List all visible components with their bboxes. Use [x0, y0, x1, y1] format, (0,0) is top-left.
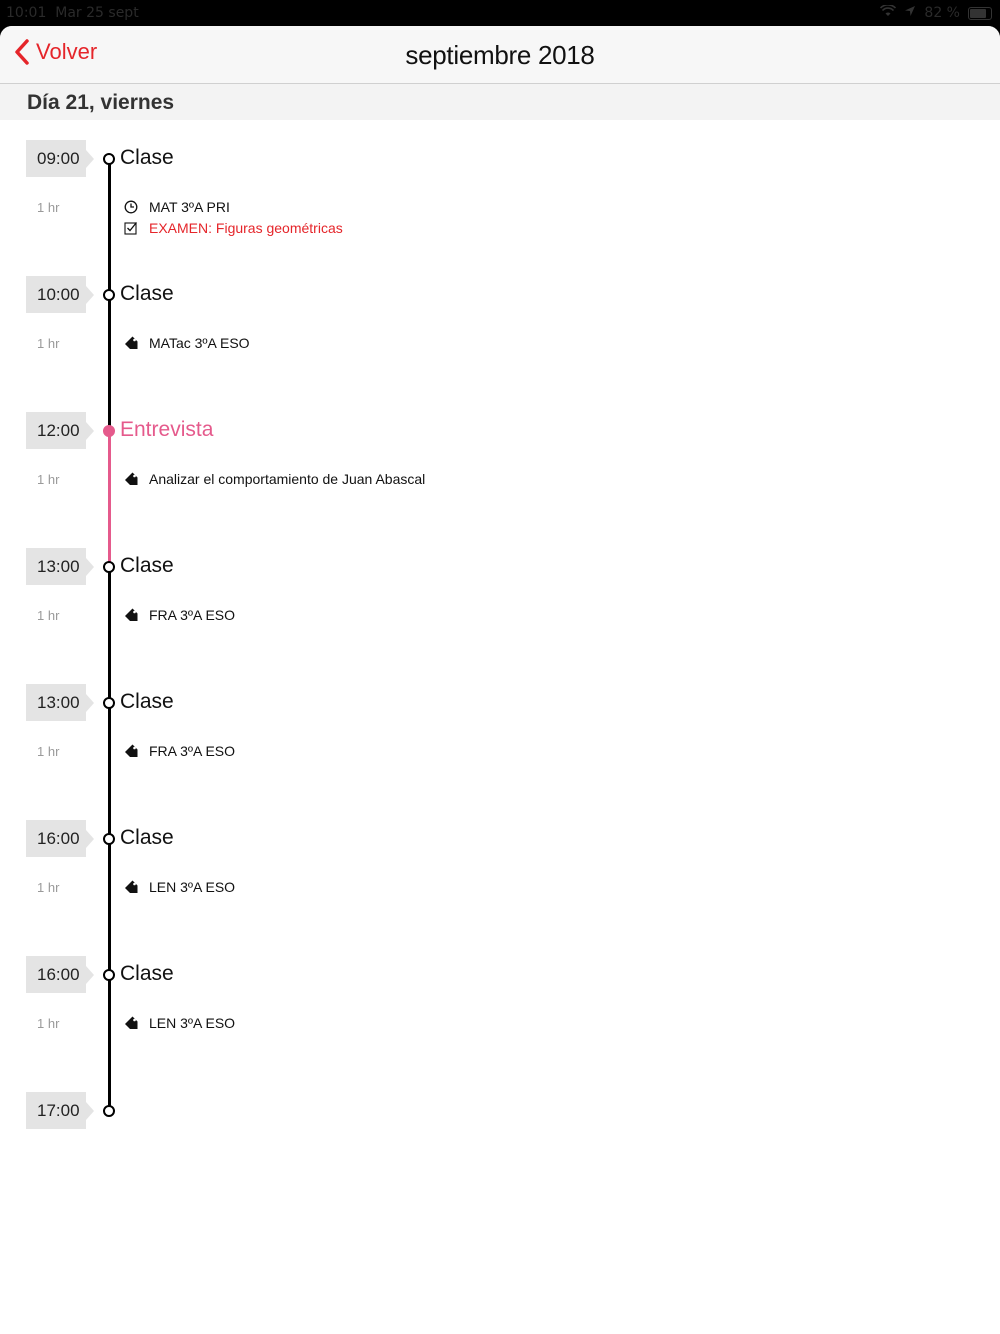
event-duration: 1 hr	[37, 608, 60, 623]
event-detail[interactable]: EXAMEN: Figuras geométricas	[123, 220, 343, 236]
event-detail[interactable]: Analizar el comportamiento de Juan Abasc…	[123, 471, 425, 487]
clock-icon	[123, 199, 139, 215]
event-detail[interactable]: LEN 3ºA ESO	[123, 879, 235, 895]
event-time-label: 12:00	[26, 412, 94, 449]
timeline-segment	[107, 843, 111, 970]
event-detail[interactable]: MAT 3ºA PRI	[123, 199, 230, 215]
status-time: 10:01 Mar 25 sept	[6, 5, 139, 21]
page-title: septiembre 2018	[405, 40, 595, 70]
event-detail[interactable]: MATac 3ºA ESO	[123, 335, 250, 351]
battery-icon	[968, 7, 992, 20]
event-detail-text: LEN 3ºA ESO	[149, 879, 236, 895]
event-detail-text: FRA 3ºA ESO	[149, 743, 236, 759]
event-title[interactable]: Clase	[120, 690, 174, 713]
event-title[interactable]: Clase	[120, 554, 174, 577]
event-title[interactable]: Entrevista	[120, 418, 214, 441]
event-detail[interactable]: LEN 3ºA ESO	[123, 1015, 235, 1031]
timeline-dot	[103, 152, 115, 165]
event-time-label: 09:00	[26, 140, 94, 177]
timeline-segment	[107, 571, 111, 698]
tag-icon	[123, 1015, 139, 1031]
timeline-dot	[103, 288, 115, 301]
event-time-label: 16:00	[26, 956, 94, 993]
event-duration: 1 hr	[37, 744, 60, 759]
event-time-label: 13:00	[26, 548, 94, 585]
event-detail-text: EXAMEN: Figuras geométricas	[149, 220, 343, 236]
timeline-dot	[103, 560, 115, 573]
status-indicators: 82 %	[880, 4, 960, 21]
event-duration: 1 hr	[37, 1016, 60, 1031]
event-duration: 1 hr	[37, 472, 60, 487]
battery-percent: 82 %	[924, 5, 960, 21]
event-duration: 1 hr	[37, 336, 60, 351]
event-detail[interactable]: FRA 3ºA ESO	[123, 743, 235, 759]
timeline-segment	[107, 435, 111, 562]
event-title[interactable]: Clase	[120, 282, 174, 305]
back-button-label: Volver	[36, 39, 98, 64]
event-time-label: 10:00	[26, 276, 94, 313]
timeline-dot	[103, 696, 115, 709]
event-time-label: 16:00	[26, 820, 94, 857]
event-detail-text: LEN 3ºA ESO	[149, 1015, 236, 1031]
tag-icon	[123, 743, 139, 759]
timeline-segment	[107, 979, 111, 1106]
timeline-dot	[103, 832, 115, 845]
tag-icon	[123, 471, 139, 487]
end-time-label: 17:00	[26, 1092, 94, 1129]
back-button[interactable]: Volver	[14, 38, 97, 66]
timeline-segment	[107, 299, 111, 426]
event-title[interactable]: Clase	[120, 826, 174, 849]
status-bar: 10:01 Mar 25 sept 82 %	[0, 0, 1000, 26]
location-arrow-icon	[904, 5, 916, 21]
day-header: Día 21, viernes	[0, 84, 1000, 120]
event-detail-text: MATac 3ºA ESO	[149, 335, 250, 351]
timeline-dot	[103, 968, 115, 981]
event-duration: 1 hr	[37, 200, 60, 215]
event-title[interactable]: Clase	[120, 962, 174, 985]
wifi-icon	[880, 4, 897, 21]
event-detail[interactable]: FRA 3ºA ESO	[123, 607, 235, 623]
tag-icon	[123, 335, 139, 351]
event-detail-text: MAT 3ºA PRI	[149, 199, 230, 215]
event-duration: 1 hr	[37, 880, 60, 895]
timeline-segment	[107, 707, 111, 834]
chevron-left-icon	[15, 39, 29, 65]
navigation-bar: Volver septiembre 2018	[0, 26, 1000, 84]
timeline-dot	[103, 424, 115, 437]
timeline-end-dot	[103, 1104, 115, 1117]
event-title[interactable]: Clase	[120, 146, 174, 169]
event-detail-text: Analizar el comportamiento de Juan Abasc…	[149, 471, 426, 487]
tag-icon	[123, 607, 139, 623]
event-detail-text: FRA 3ºA ESO	[149, 607, 236, 623]
event-time-label: 13:00	[26, 684, 94, 721]
tag-icon	[123, 879, 139, 895]
checkbox-icon	[123, 220, 139, 236]
timeline-segment	[107, 163, 111, 290]
day-detail-sheet: Volver septiembre 2018 Día 21, viernes 0…	[0, 26, 1000, 1334]
